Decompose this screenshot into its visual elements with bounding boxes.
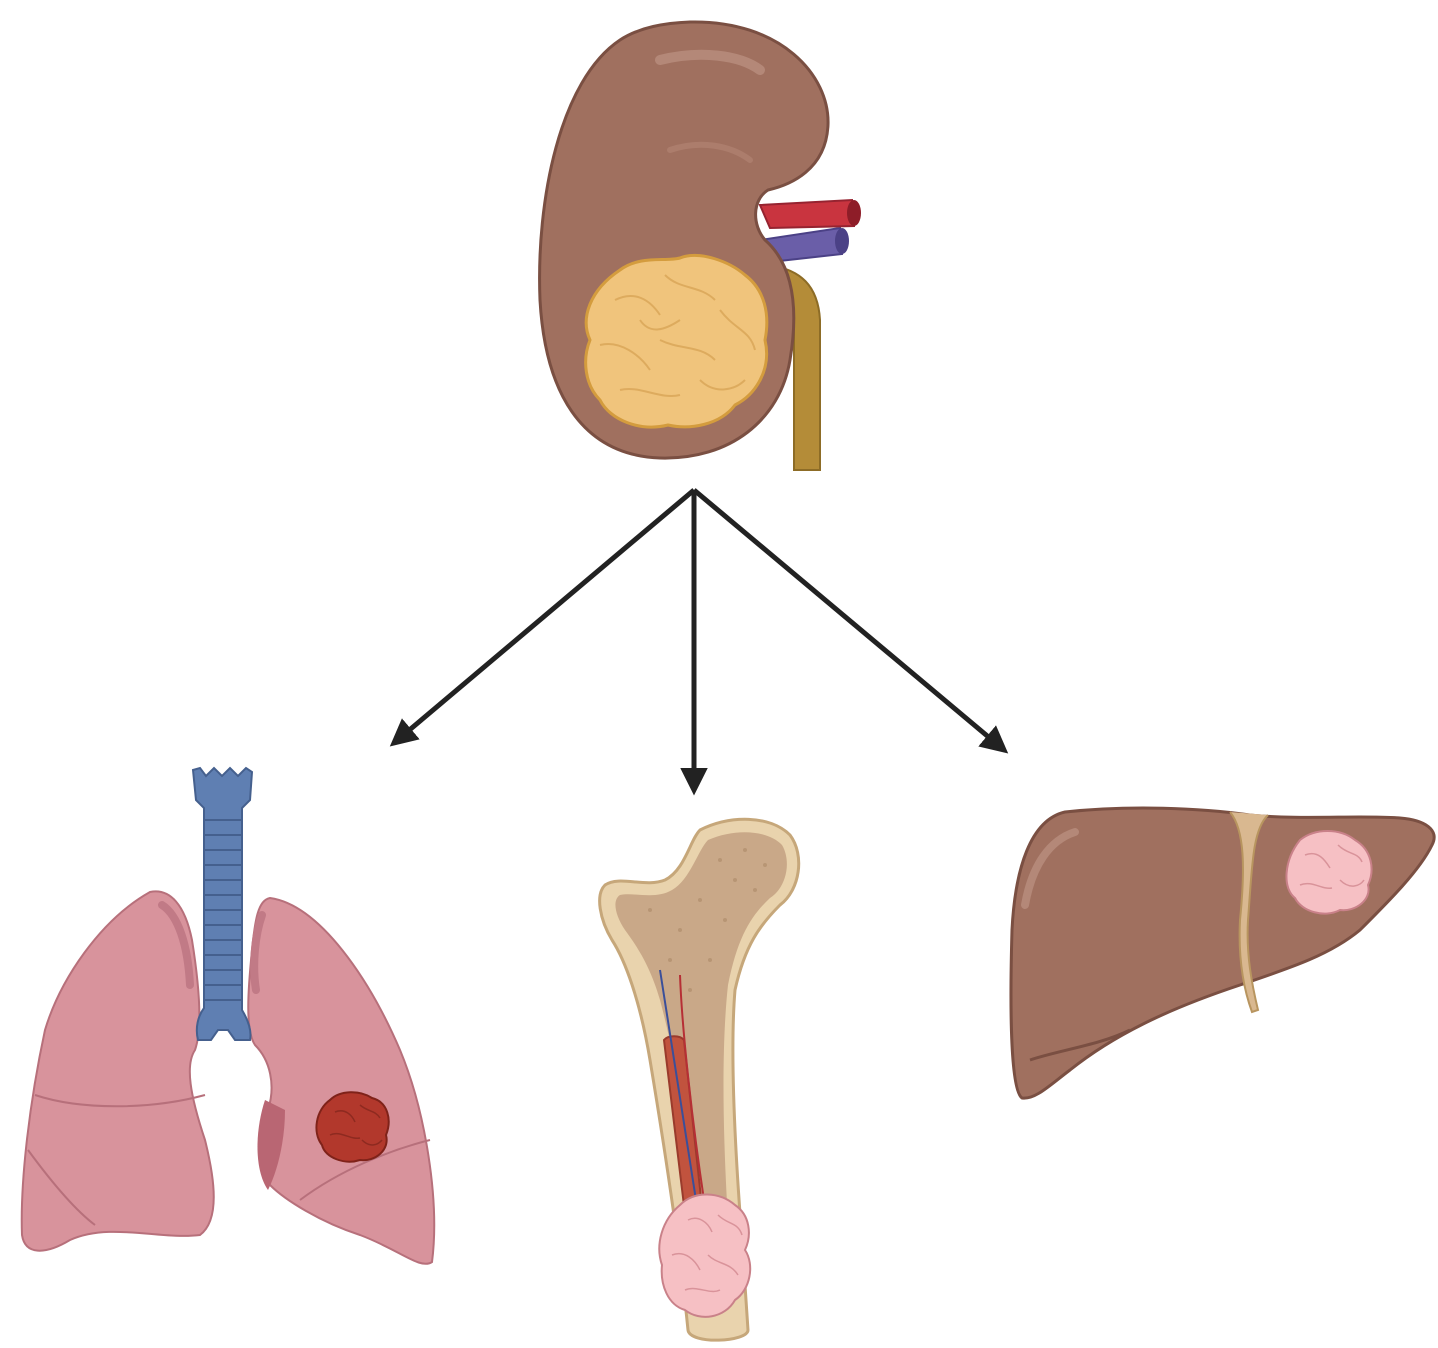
arrow-kidney-to-liver [694, 490, 1004, 750]
arrow-kidney-to-lung [394, 490, 694, 743]
trachea [193, 768, 252, 1040]
femur-bone-with-tumor-icon [600, 819, 799, 1340]
liver-with-tumor-icon [1011, 808, 1434, 1098]
renal-artery [760, 200, 854, 228]
arrows [394, 490, 1004, 790]
bone-tumor [659, 1194, 750, 1316]
kidney-with-tumor-icon [540, 22, 861, 470]
right-lung [248, 898, 434, 1264]
liver-body [1011, 808, 1434, 1098]
kidney-tumor [586, 255, 767, 427]
lung-tumor [316, 1092, 388, 1161]
liver-tumor [1286, 831, 1371, 914]
lungs-with-tumor-icon [22, 768, 434, 1264]
